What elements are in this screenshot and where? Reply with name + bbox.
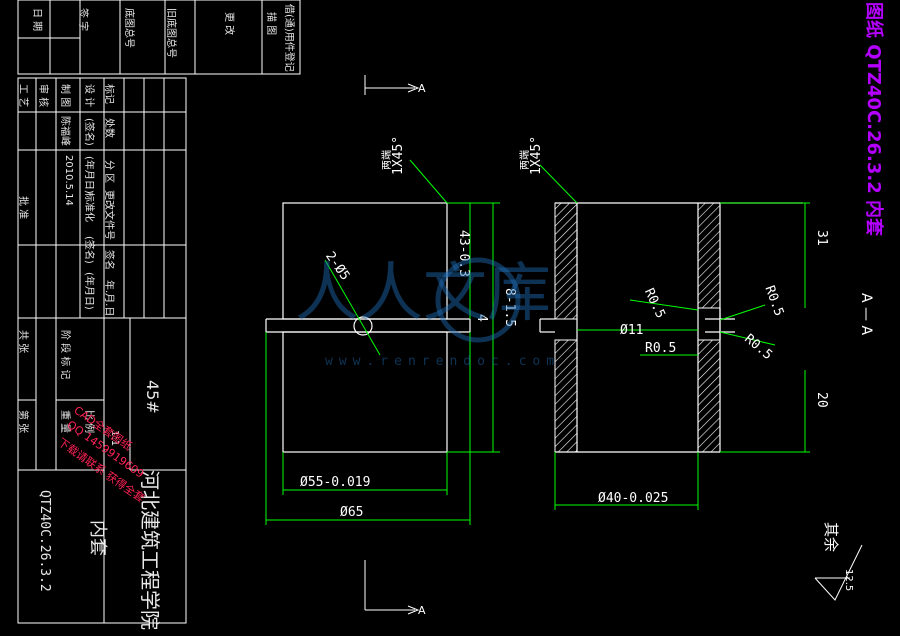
section-label: A — A [858, 293, 874, 335]
tb-part-name: 内套 [87, 520, 108, 556]
left-view-outline [265, 202, 471, 453]
right-height-bottom-label: 20 [814, 392, 829, 408]
tb-grid-0: 标记 [103, 84, 114, 104]
tb-grid-13: 陈福峰 [59, 116, 70, 146]
right-r3-label: R0.5 [645, 341, 676, 356]
tb-grid-6: 设 计 [83, 84, 94, 108]
tb-drawing-no: QTZ40C.26.3.2 [37, 490, 52, 592]
right-inner-dia-label: Ø40-0.025 [598, 491, 668, 506]
watermark-logo-text: 人人文库 [295, 257, 551, 331]
tb-grid-17: 批 准 [17, 196, 28, 220]
left-groove-tol-label: 8-1.5 [502, 288, 517, 327]
right-height-top-label: 31 [814, 230, 829, 246]
tb-top-label-2: 底图总号 [123, 8, 134, 48]
tb-grid-16: 工 艺 [17, 84, 28, 108]
tb-grid-21: 共 张 [17, 330, 28, 354]
tb-material: 45# [143, 380, 162, 414]
tb-top-label-5: 借(通)用件登记 [283, 4, 294, 72]
drawing-number-stamp: 图纸 QTZ40C.26.3.2 内套 [863, 2, 885, 236]
tb-grid-1: 处数 [103, 118, 114, 138]
tb-top-label-4: 更 改 [223, 12, 234, 36]
right-r1-label: R0.5 [641, 286, 668, 321]
dimension-text: 1X45° 两端 2-Ø5 43-0.3 4 8-1.5 Ø55-0.019 Ø… [300, 136, 829, 520]
right-view-section [539, 202, 803, 453]
tb-grid-12: 制 图 [59, 84, 70, 108]
left-chamfer-label: 1X45° [391, 136, 406, 175]
right-r4-label: R0.5 [741, 331, 775, 363]
tb-grid-18: 阶 段 标 记 [59, 330, 70, 380]
section-mark-top: A [418, 82, 426, 95]
left-flange-dia-label: Ø65 [340, 505, 363, 520]
tb-top-label-6: 描 图 [265, 12, 276, 36]
watermark-url: www.renrendoc.com [325, 354, 560, 369]
tb-grid-4: 签名 [103, 250, 114, 270]
right-chamfer-label: 1X45° [529, 136, 544, 175]
tb-grid-11: (年月日) [83, 272, 94, 310]
tb-grid-10: (签名) [83, 236, 94, 264]
tb-grid-3: 更改文件号 [103, 190, 114, 240]
tb-grid-5: 年.月.日 [103, 280, 114, 317]
tb-grid-9: 标准化 [83, 192, 94, 222]
title-block-lines [17, 0, 301, 624]
right-r2-label: R0.5 [762, 284, 787, 319]
watermark: 人人文库 www.renrendoc.com [295, 257, 560, 369]
roughness-symbol [814, 544, 863, 601]
tb-grid-7: (签名) [83, 118, 94, 146]
section-mark-bottom: A [418, 604, 426, 617]
tb-top-label-3: 旧底图总号 [165, 8, 176, 58]
left-height-label: 43-0.3 [456, 230, 471, 277]
surface-note: 其余 [822, 522, 840, 552]
tb-grid-14: 2010.5.14 [63, 155, 74, 206]
tb-grid-8: (年月日) [83, 156, 94, 194]
tb-grid-2: 分 区 [103, 160, 114, 184]
roughness-value: 12.5 [843, 569, 854, 591]
right-chamfer-note: 两端 [518, 150, 531, 170]
dimension-lines [265, 159, 810, 525]
tb-top-label-1: 签 字 [77, 8, 88, 32]
left-chamfer-note: 两端 [380, 150, 393, 170]
left-outer-dia-label: Ø55-0.019 [300, 475, 370, 490]
tb-grid-15: 审 核 [37, 84, 48, 108]
tb-top-label-0: 日 期 [31, 8, 42, 32]
tb-grid-22: 第 张 [17, 410, 28, 434]
left-groove-label: 4 [474, 314, 489, 322]
section-arrows [364, 75, 420, 615]
right-small-dia-label: Ø11 [620, 323, 643, 338]
